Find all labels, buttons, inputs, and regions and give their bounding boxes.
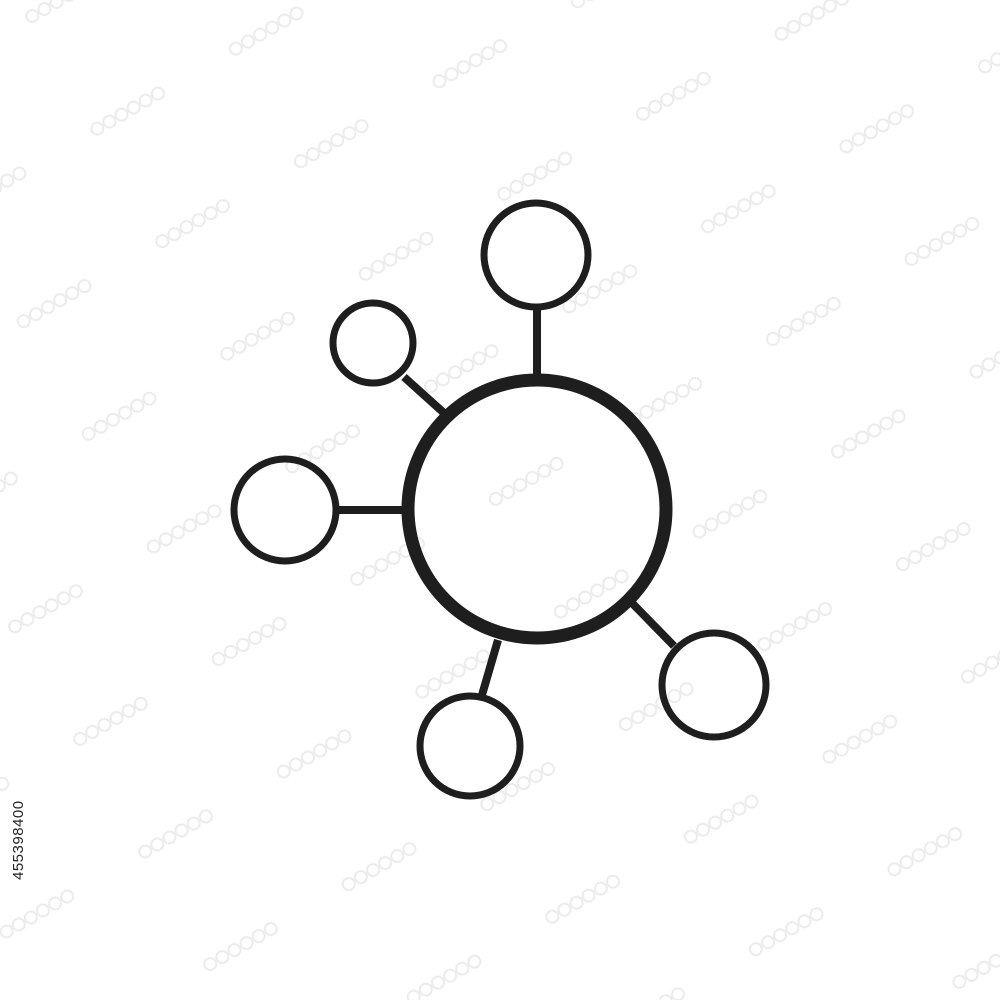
node-upper-left — [329, 299, 417, 387]
connector-bottom-right — [629, 600, 677, 649]
node-bottom-right — [658, 629, 770, 741]
stock-id-text: 455398400 — [10, 800, 27, 880]
connector-upper-left — [401, 374, 447, 416]
node-top — [480, 199, 592, 311]
connector-bottom-left — [478, 638, 502, 697]
node-bottom-left — [416, 692, 524, 800]
hub-circle — [401, 373, 673, 645]
node-left — [230, 455, 340, 565]
